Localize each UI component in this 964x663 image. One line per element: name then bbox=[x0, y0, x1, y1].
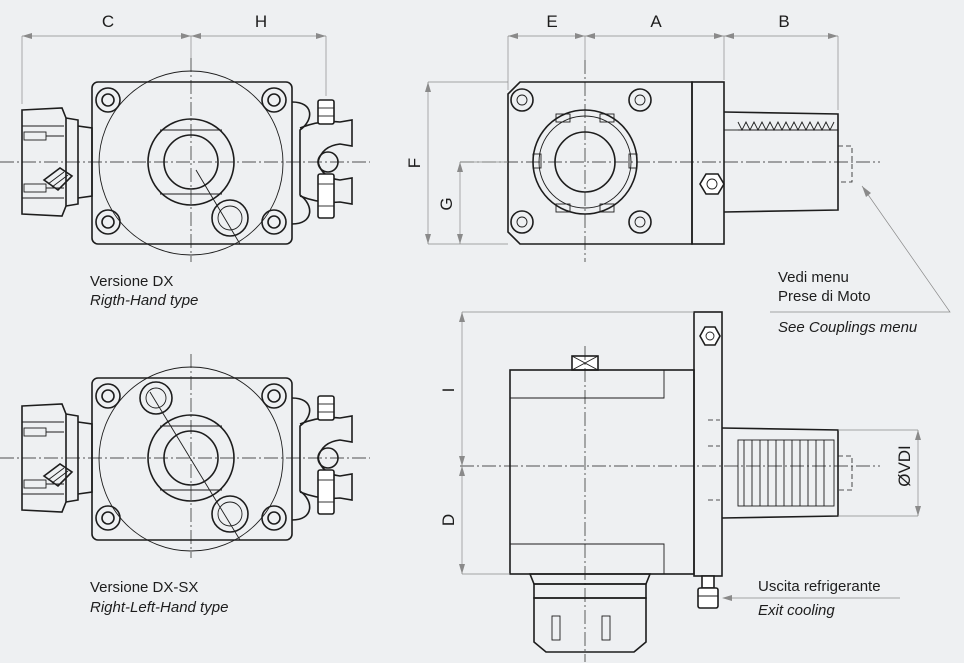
dim-h: H bbox=[255, 12, 267, 31]
dim-e: E bbox=[546, 12, 557, 31]
view-side: I D ØVDI Uscita refrigerante Exit coolin… bbox=[439, 311, 921, 662]
caption-dx-subtitle: Rigth-Hand type bbox=[90, 292, 198, 309]
dim-vdi: ØVDI bbox=[895, 445, 914, 487]
caption-dxsx-subtitle: Right-Left-Hand type bbox=[90, 599, 228, 616]
caption-dxsx-title: Versione DX-SX bbox=[90, 579, 198, 596]
dim-a: A bbox=[650, 12, 662, 31]
caption-cooling-it: Uscita refrigerante bbox=[758, 578, 881, 595]
caption-couplings-en: See Couplings menu bbox=[778, 319, 918, 336]
caption-cooling-en: Exit cooling bbox=[758, 602, 835, 619]
caption-couplings-line2: Prese di Moto bbox=[778, 288, 871, 305]
view-front: E A B F G Vedi menu Prese di Moto See Co… bbox=[405, 12, 951, 336]
dim-b: B bbox=[778, 12, 789, 31]
caption-couplings-line1: Vedi menu bbox=[778, 269, 849, 286]
dim-f: F bbox=[405, 158, 424, 168]
view-dx-sx: Versione DX-SX Right-Left-Hand type bbox=[0, 353, 371, 616]
view-dx: C H Versione DX Rigth-Hand type bbox=[0, 12, 371, 309]
caption-dx-title: Versione DX bbox=[90, 273, 173, 290]
dim-i: I bbox=[439, 388, 458, 393]
dim-d: D bbox=[439, 514, 458, 526]
dim-g: G bbox=[437, 197, 456, 210]
dim-c: C bbox=[102, 12, 114, 31]
